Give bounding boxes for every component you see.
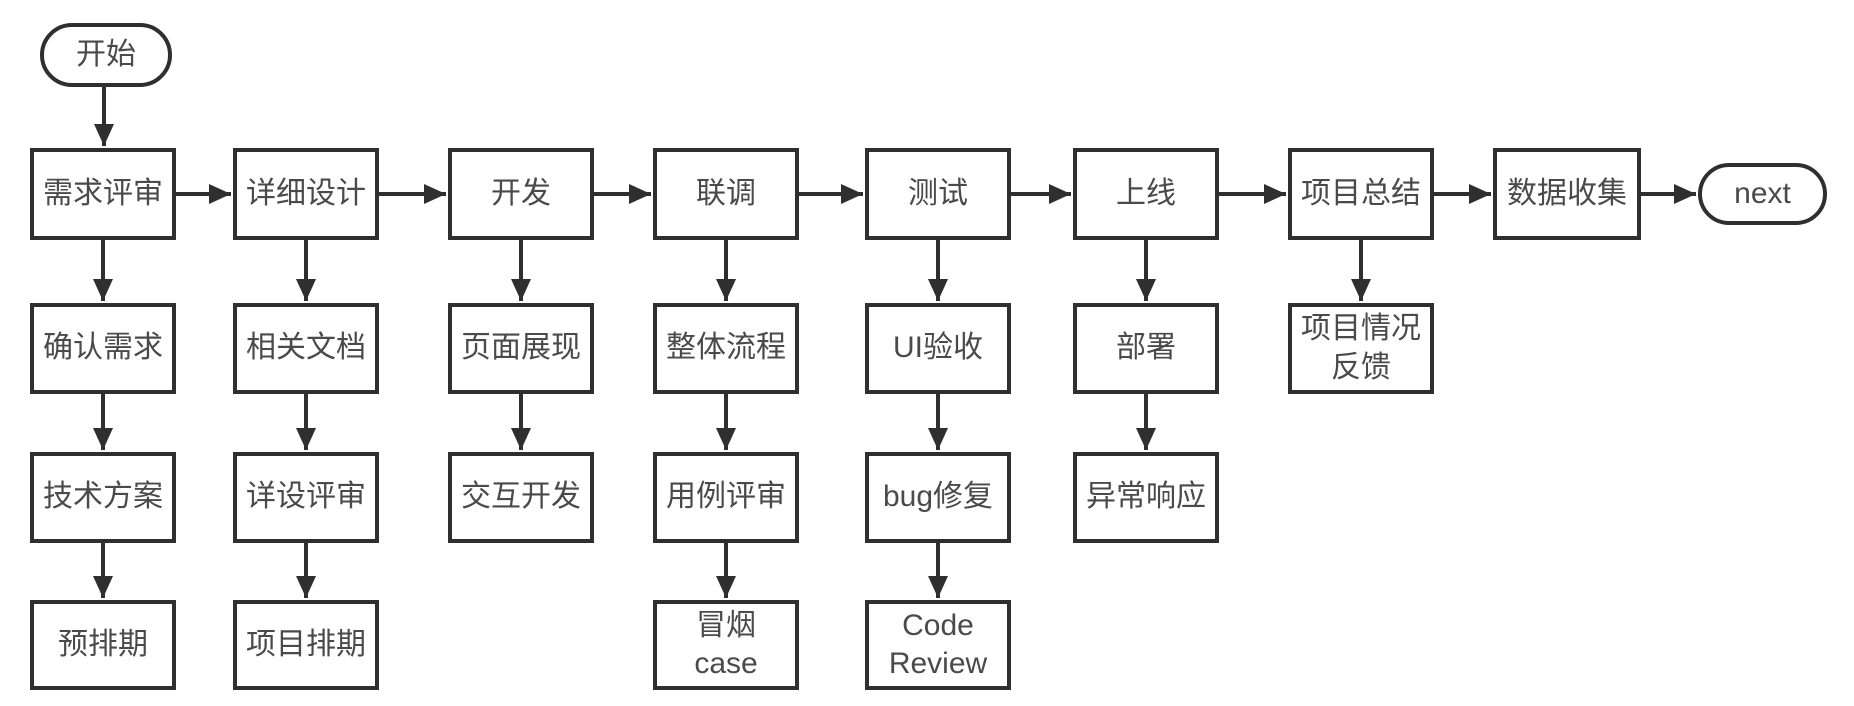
node-detailed-design: 详细设计 xyxy=(233,148,379,240)
node-deploy: 部署 xyxy=(1073,303,1219,394)
node-design-review: 详设评审 xyxy=(233,452,379,543)
node-case-review: 用例评审 xyxy=(653,452,799,543)
node-tech-plan: 技术方案 xyxy=(30,452,176,543)
node-overall-flow: 整体流程 xyxy=(653,303,799,394)
node-development: 开发 xyxy=(448,148,594,240)
node-requirement-review: 需求评审 xyxy=(30,148,176,240)
node-data-collection: 数据收集 xyxy=(1493,148,1641,240)
node-testing: 测试 xyxy=(865,148,1011,240)
node-interaction-dev: 交互开发 xyxy=(448,452,594,543)
node-start: 开始 xyxy=(40,23,172,87)
node-smoke-case: 冒烟 case xyxy=(653,600,799,690)
node-confirm-requirements: 确认需求 xyxy=(30,303,176,394)
node-next: next xyxy=(1698,163,1827,225)
node-ui-acceptance: UI验收 xyxy=(865,303,1011,394)
node-project-feedback: 项目情况 反馈 xyxy=(1288,303,1434,394)
node-page-display: 页面展现 xyxy=(448,303,594,394)
node-exception-response: 异常响应 xyxy=(1073,452,1219,543)
node-related-docs: 相关文档 xyxy=(233,303,379,394)
node-project-schedule: 项目排期 xyxy=(233,600,379,690)
node-launch: 上线 xyxy=(1073,148,1219,240)
node-integration: 联调 xyxy=(653,148,799,240)
node-project-summary: 项目总结 xyxy=(1288,148,1434,240)
node-code-review: Code Review xyxy=(865,600,1011,690)
node-bug-fix: bug修复 xyxy=(865,452,1011,543)
node-pre-schedule: 预排期 xyxy=(30,600,176,690)
